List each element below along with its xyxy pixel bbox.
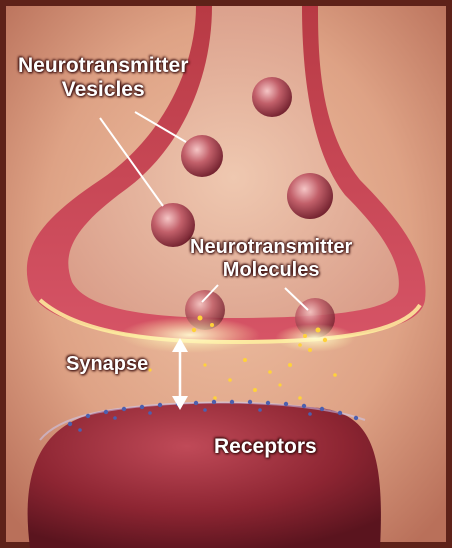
label-receptors: Receptors [214, 435, 317, 459]
label-synapse: Synapse [66, 353, 148, 376]
label-line: Neurotransmitter [18, 54, 188, 78]
label-line: Neurotransmitter [190, 236, 352, 259]
vesicle [181, 135, 223, 177]
vesicle [252, 77, 292, 117]
postsynaptic-cell [28, 403, 381, 548]
cleft-glow [275, 324, 355, 352]
vesicle [287, 173, 333, 219]
cleft-glow [120, 317, 260, 353]
label-neurotransmitter-vesicles: Neurotransmitter Vesicles [18, 54, 188, 102]
label-neurotransmitter-molecules: Neurotransmitter Molecules [190, 236, 352, 282]
label-line: Vesicles [18, 78, 188, 102]
label-line: Molecules [190, 259, 352, 282]
vesicle [151, 203, 195, 247]
